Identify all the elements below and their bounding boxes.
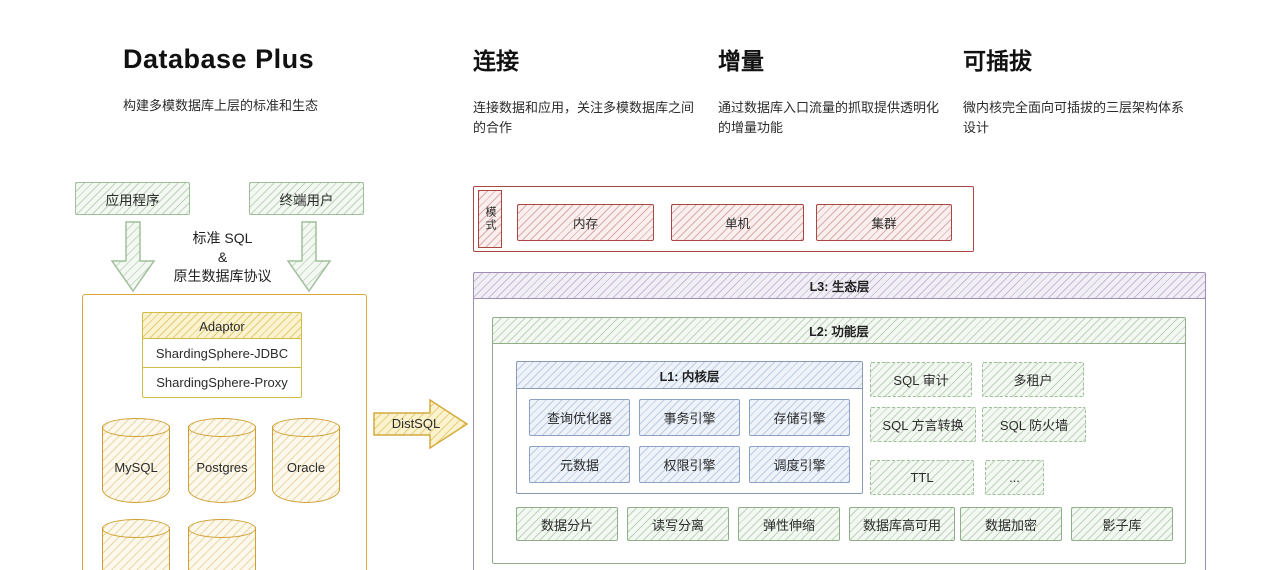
function-data-sharding-box: 数据分片 — [516, 507, 618, 541]
concept-pluggable-title: 可插拔 — [963, 48, 1032, 74]
l1-layer-label: L1: 内核层 — [659, 369, 720, 384]
postgres-database-cylinder: Postgres — [188, 418, 256, 503]
oracle-database-cylinder: Oracle — [272, 418, 340, 503]
distsql-arrow-icon — [373, 398, 469, 450]
database-cylinder — [188, 519, 256, 570]
l2-layer-label: L2: 功能层 — [809, 325, 869, 339]
core-cell-label: 元数据 — [559, 458, 599, 473]
function-db-high-availability-box: 数据库高可用 — [849, 507, 955, 541]
postgres-label: Postgres — [196, 460, 248, 475]
function-label: 数据分片 — [540, 517, 593, 533]
page-title: Database Plus — [123, 44, 315, 74]
plugin-ttl-box: TTL — [870, 460, 974, 495]
core-cell-label: 权限引擎 — [663, 458, 716, 473]
adaptor-header: Adaptor — [142, 312, 302, 340]
mode-cluster-box: 集群 — [816, 204, 952, 241]
core-cell-authority-engine: 权限引擎 — [639, 446, 740, 483]
brand-header: Database Plus 构建多模数据库上层的标准和生态 — [123, 44, 318, 114]
end-user-label: 终端用户 — [279, 192, 334, 208]
shardingsphere-proxy-label: ShardingSphere-Proxy — [156, 375, 288, 390]
cylinder-top — [188, 418, 256, 437]
down-arrow-icon — [110, 221, 156, 293]
cylinder-top — [272, 418, 340, 437]
concept-connect-title: 连接 — [473, 48, 519, 74]
function-label: 弹性伸缩 — [762, 517, 815, 533]
oracle-label: Oracle — [286, 460, 326, 475]
cylinder-top — [188, 519, 256, 538]
core-cell-storage-engine: 存储引擎 — [749, 399, 850, 436]
core-cell-label: 存储引擎 — [773, 411, 826, 426]
mode-memory-box: 内存 — [517, 204, 654, 241]
protocol-line2: & — [217, 249, 228, 265]
protocol-line1: 标准 SQL — [192, 230, 253, 246]
concept-increment: 增量 通过数据库入口流量的抓取提供透明化的增量功能 — [718, 42, 950, 137]
function-data-encryption-box: 数据加密 — [960, 507, 1062, 541]
shardingsphere-proxy-box: ShardingSphere-Proxy — [142, 367, 302, 398]
core-cell-query-optimizer: 查询优化器 — [529, 399, 630, 436]
protocol-text: 标准 SQL & 原生数据库协议 — [140, 229, 305, 286]
end-user-box: 终端用户 — [249, 182, 364, 215]
cylinder-body — [272, 426, 340, 503]
l2-layer-header: L2: 功能层 — [493, 318, 1185, 344]
function-elastic-scaling-box: 弹性伸缩 — [738, 507, 840, 541]
adaptor-label: Adaptor — [199, 318, 245, 334]
mode-cluster-label: 集群 — [871, 217, 897, 231]
mode-strip: 模式 — [478, 190, 502, 248]
function-label: 读写分离 — [651, 517, 704, 533]
concept-connect: 连接 连接数据和应用，关注多模数据库之间的合作 — [473, 42, 705, 137]
application-label: 应用程序 — [105, 192, 160, 208]
l3-layer-label: L3: 生态层 — [809, 280, 870, 294]
core-cell-label: 调度引擎 — [773, 458, 826, 473]
cylinder-top — [102, 519, 170, 538]
mode-label: 模式 — [484, 206, 496, 232]
plugin-label: 多租户 — [1013, 373, 1053, 388]
cylinder-body — [188, 426, 256, 503]
cylinder-top — [102, 418, 170, 437]
concept-pluggable-desc: 微内核完全面向可插拔的三层架构体系设计 — [963, 100, 1185, 135]
plugin-sql-dialect-box: SQL 方言转换 — [870, 407, 976, 442]
plugin-label: ... — [1009, 470, 1020, 485]
core-cell-label: 事务引擎 — [663, 411, 716, 426]
down-arrow-icon — [286, 221, 332, 293]
l1-layer-header: L1: 内核层 — [517, 362, 862, 389]
core-cell-metadata: 元数据 — [529, 446, 630, 483]
core-cell-transaction-engine: 事务引擎 — [639, 399, 740, 436]
shardingsphere-jdbc-box: ShardingSphere-JDBC — [142, 338, 302, 369]
core-cell-label: 查询优化器 — [546, 411, 612, 426]
concept-increment-title: 增量 — [718, 48, 764, 74]
core-cell-scheduler-engine: 调度引擎 — [749, 446, 850, 483]
database-cylinder — [102, 519, 170, 570]
l3-layer-header: L3: 生态层 — [474, 273, 1205, 299]
plugin-label: SQL 审计 — [893, 373, 949, 388]
plugin-label: TTL — [910, 470, 934, 485]
distsql-label: DistSQL — [391, 416, 441, 431]
function-label: 影子库 — [1102, 517, 1142, 533]
plugin-multi-tenant-box: 多租户 — [982, 362, 1084, 397]
cylinder-body — [102, 426, 170, 503]
shardingsphere-jdbc-label: ShardingSphere-JDBC — [155, 346, 289, 361]
concept-connect-desc: 连接数据和应用，关注多模数据库之间的合作 — [473, 100, 695, 135]
page-subtitle: 构建多模数据库上层的标准和生态 — [123, 98, 319, 113]
plugin-more-box: ... — [985, 460, 1044, 495]
function-read-write-splitting-box: 读写分离 — [627, 507, 729, 541]
concept-increment-desc: 通过数据库入口流量的抓取提供透明化的增量功能 — [718, 100, 940, 135]
function-shadow-db-box: 影子库 — [1071, 507, 1173, 541]
mode-standalone-box: 单机 — [671, 204, 804, 241]
plugin-label: SQL 防火墙 — [999, 418, 1069, 433]
plugin-label: SQL 方言转换 — [882, 418, 964, 433]
mysql-database-cylinder: MySQL — [102, 418, 170, 503]
plugin-sql-firewall-box: SQL 防火墙 — [982, 407, 1086, 442]
mode-standalone-label: 单机 — [724, 217, 750, 231]
concept-pluggable: 可插拔 微内核完全面向可插拔的三层架构体系设计 — [963, 42, 1195, 137]
function-label: 数据库高可用 — [862, 517, 941, 533]
application-box: 应用程序 — [75, 182, 190, 215]
mysql-label: MySQL — [114, 460, 158, 475]
plugin-sql-audit-box: SQL 审计 — [870, 362, 972, 397]
mode-memory-label: 内存 — [572, 217, 598, 231]
function-label: 数据加密 — [984, 517, 1037, 533]
protocol-line3: 原生数据库协议 — [173, 268, 272, 284]
